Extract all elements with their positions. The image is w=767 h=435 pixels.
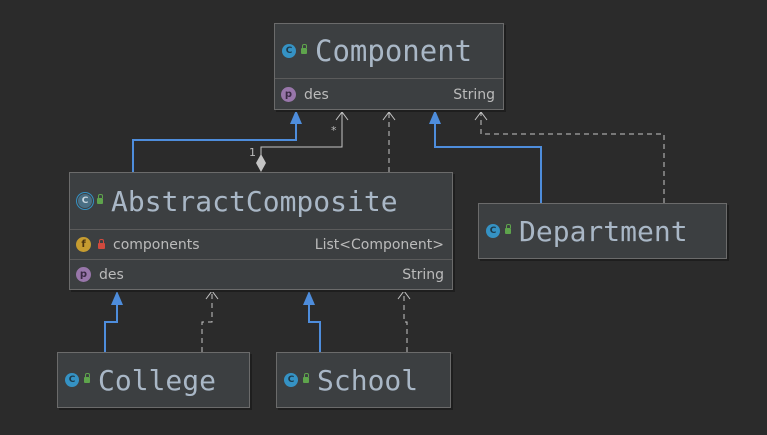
- class-name: College: [98, 363, 217, 397]
- aggregation-open-arrow: [335, 111, 349, 121]
- class-node-component[interactable]: C Component p des String: [274, 23, 504, 110]
- class-node-department[interactable]: C Department: [478, 203, 727, 259]
- edge-school-depends-abstractcomposite: [403, 291, 408, 352]
- field-type: String: [453, 86, 495, 103]
- private-lock-icon: [98, 239, 105, 249]
- property-icon: p: [76, 267, 91, 282]
- public-visibility-icon: [97, 194, 103, 204]
- inheritance-arrowhead-component-right: [429, 110, 441, 124]
- public-visibility-icon: [84, 373, 90, 383]
- public-visibility-icon: [303, 373, 309, 383]
- class-name: Department: [519, 214, 688, 248]
- inheritance-arrowhead-college: [111, 291, 123, 305]
- multiplicity-part: *: [331, 124, 337, 137]
- edge-school-extends-abstractcomposite: [308, 299, 321, 352]
- dependency-arrow-component-right: [474, 111, 488, 121]
- property-icon: p: [281, 87, 296, 102]
- class-node-school[interactable]: C School: [276, 352, 451, 408]
- field-type: String: [402, 266, 444, 283]
- class-header: C School: [277, 353, 450, 407]
- edge-aggregation-components: [260, 112, 343, 155]
- dependency-arrow-component-center: [382, 111, 396, 121]
- class-name: AbstractComposite: [111, 184, 398, 218]
- inheritance-arrowhead-component-left: [290, 110, 302, 124]
- field-type: List<Component>: [314, 236, 444, 253]
- class-header: C AbstractComposite: [70, 173, 452, 229]
- edge-department-depends-component: [480, 112, 665, 203]
- class-header: C Department: [479, 204, 726, 258]
- class-icon: C: [65, 373, 79, 387]
- class-node-abstractcomposite[interactable]: C AbstractComposite f components List<Co…: [69, 172, 453, 290]
- inheritance-arrowhead-school: [303, 291, 315, 305]
- class-icon: C: [282, 44, 296, 58]
- class-icon: C: [284, 373, 298, 387]
- abstract-class-icon: C: [78, 194, 92, 208]
- field-name: des: [99, 266, 124, 283]
- public-visibility-icon: [505, 224, 511, 234]
- class-node-college[interactable]: C College: [57, 352, 250, 408]
- dependency-arrow-school: [397, 290, 411, 300]
- dependency-arrow-college: [205, 290, 219, 300]
- field-name: des: [304, 86, 329, 103]
- class-name: School: [317, 363, 419, 397]
- field-name: components: [113, 236, 200, 253]
- public-visibility-icon: [301, 44, 307, 54]
- edge-department-extends-component: [434, 118, 542, 203]
- field-row[interactable]: f components List<Component>: [70, 229, 452, 259]
- field-icon: f: [76, 237, 91, 252]
- aggregation-diamond: [256, 154, 266, 172]
- field-row[interactable]: p des String: [275, 78, 503, 110]
- class-header: C College: [58, 353, 249, 407]
- class-icon: C: [486, 224, 500, 238]
- multiplicity-whole: 1: [249, 146, 256, 159]
- edge-college-depends-abstractcomposite: [201, 291, 213, 352]
- field-row[interactable]: p des String: [70, 259, 452, 289]
- class-name: Component: [315, 34, 473, 68]
- edge-college-extends-abstractcomposite: [104, 299, 118, 352]
- class-header: C Component: [275, 24, 503, 78]
- edge-abstractcomposite-extends-component: [132, 118, 297, 172]
